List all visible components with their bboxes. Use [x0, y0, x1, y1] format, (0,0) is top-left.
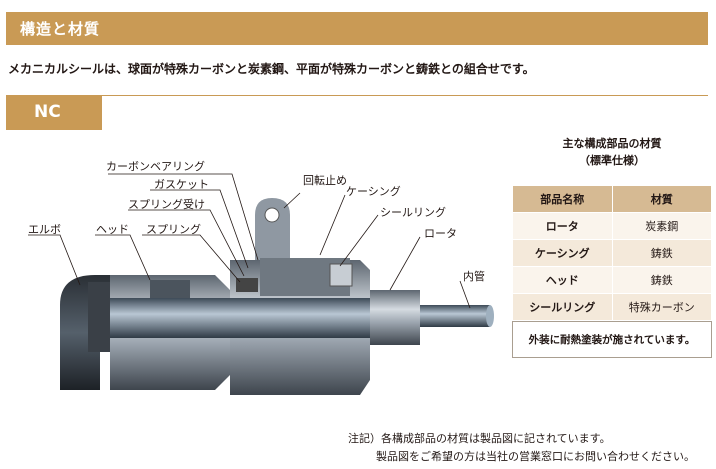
- label-gasket: ガスケット: [154, 178, 209, 191]
- table-row: ロータ 炭素鋼: [512, 212, 712, 240]
- cell-part-name: ロータ: [512, 212, 613, 240]
- cell-part-name: シールリング: [512, 293, 613, 321]
- label-seal-ring: シールリング: [380, 205, 446, 219]
- cell-material: 鋳鉄: [611, 239, 712, 267]
- intro-text: メカニカルシールは、球面が特殊カーボンと炭素鋼、平面が特殊カーボンと鋳鉄との組合…: [8, 62, 535, 76]
- header-material: 材質: [611, 185, 712, 213]
- spring-part: [236, 278, 258, 292]
- cell-material: 炭素鋼: [611, 212, 712, 240]
- label-anti-rotation: 回転止め: [303, 174, 347, 187]
- divider: [6, 95, 708, 96]
- label-casing: ケーシング: [346, 184, 401, 198]
- label-head: ヘッド: [96, 223, 129, 236]
- anti-rotation-lug: [255, 198, 290, 260]
- table-title: 主な構成部品の材質 （標準仕様）: [512, 135, 712, 169]
- label-spring: スプリング: [146, 222, 201, 236]
- cell-material: 特殊カーボン: [611, 293, 712, 321]
- section-title: 構造と材質: [20, 20, 101, 38]
- table-title-line2: （標準仕様）: [579, 154, 645, 167]
- model-tab: NC: [6, 96, 102, 130]
- joint-cutaway-illustration: カーボンベアリング ガスケット スプリング受け スプリング ヘッド エルボ 回転…: [28, 159, 494, 395]
- cell-part-name: ケーシング: [512, 239, 613, 267]
- model-label: NC: [34, 102, 61, 122]
- cell-part-name: ヘッド: [512, 266, 613, 294]
- label-rotor: ロータ: [424, 227, 457, 240]
- label-elbow: エルボ: [28, 223, 61, 236]
- table-row: ケーシング 鋳鉄: [512, 239, 712, 267]
- rotor-thread: [370, 290, 420, 345]
- lug-hole: [264, 207, 280, 223]
- rotor-part: [110, 298, 420, 338]
- seal-ring-part: [329, 263, 353, 287]
- table-row: ヘッド 鋳鉄: [512, 266, 712, 294]
- table-title-line1: 主な構成部品の材質: [562, 137, 662, 150]
- label-inner-pipe: 内管: [463, 269, 485, 283]
- inner-pipe-end: [486, 305, 494, 327]
- inner-pipe-part: [420, 305, 490, 327]
- head-thread: [150, 280, 190, 300]
- label-carbon-bearing: カーボンベアリング: [106, 159, 205, 173]
- footnote-line2: 製品図をご希望の方は当社の営業窓口にお問い合わせください。: [376, 450, 695, 463]
- table-header-row: 部品名称 材質: [512, 185, 712, 213]
- label-spring-seat: スプリング受け: [128, 197, 205, 211]
- table-row: シールリング 特殊カーボン: [512, 293, 712, 321]
- coating-note: 外装に耐熱塗装が施されています。: [512, 321, 712, 358]
- leader-lines: [28, 173, 471, 309]
- footnote-line1: 注記）各構成部品の材質は製品図に記されています。: [348, 432, 611, 445]
- header-part-name: 部品名称: [512, 185, 613, 213]
- section-header: 構造と材質: [6, 12, 708, 45]
- materials-table: 部品名称 材質 ロータ 炭素鋼 ケーシング 鋳鉄 ヘッド 鋳鉄 シールリング 特…: [512, 185, 712, 321]
- cell-material: 鋳鉄: [611, 266, 712, 294]
